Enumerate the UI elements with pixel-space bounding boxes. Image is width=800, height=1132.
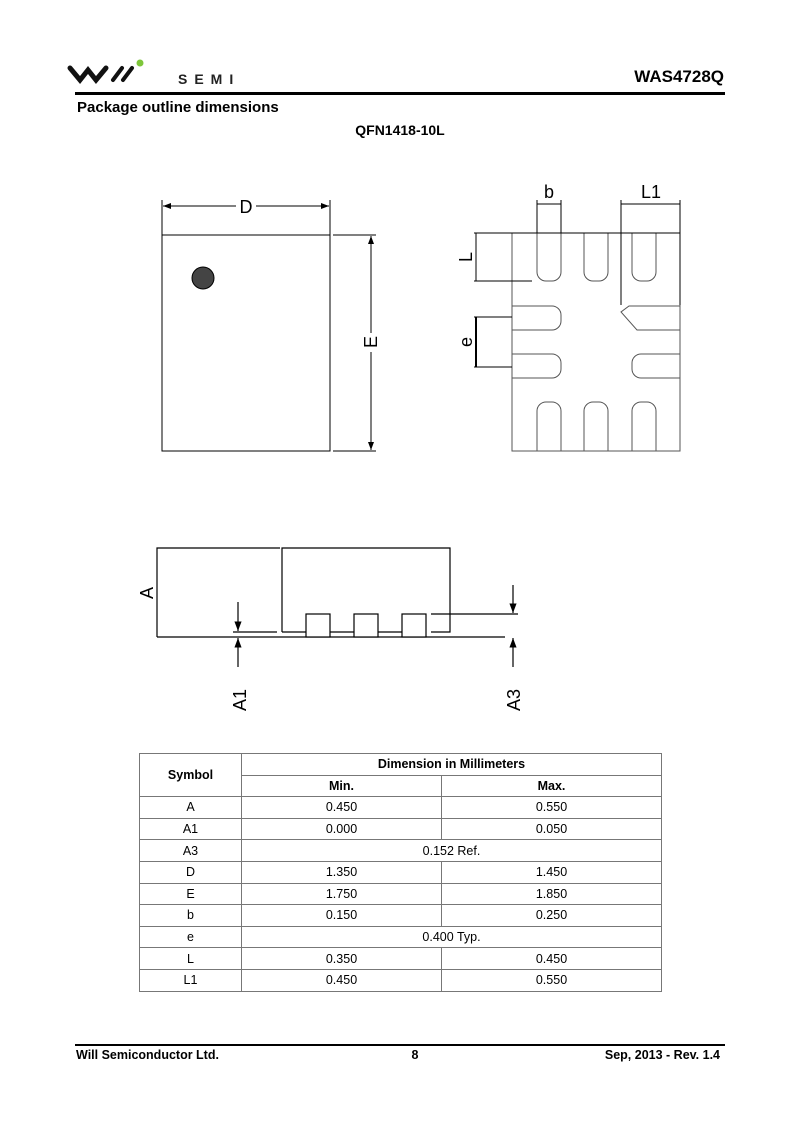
symbol-cell: E (139, 882, 242, 906)
symbol-cell: b (139, 904, 242, 927)
min-cell: 0.000 (241, 817, 442, 841)
label-e: e (456, 337, 476, 347)
max-cell: 0.250 (441, 904, 662, 927)
part-number: WAS4728Q (634, 67, 724, 86)
symbol-cell: A3 (139, 839, 242, 862)
bottom-view (511, 232, 681, 452)
label-L1: L1 (641, 182, 661, 202)
max-cell: 1.450 (441, 860, 662, 884)
symbol-cell: L1 (139, 968, 242, 992)
min-cell: 0.450 (241, 968, 442, 992)
min-cell: 1.350 (241, 860, 442, 884)
label-L: L (456, 252, 476, 262)
max-cell: 1.850 (441, 882, 662, 906)
symbol-cell: A (139, 796, 242, 819)
section-title: Package outline dimensions (77, 99, 279, 116)
symbol-cell: A1 (139, 817, 242, 841)
side-view (156, 547, 518, 667)
bottom-view-dimensions (474, 200, 681, 368)
label-b: b (544, 182, 554, 202)
min-cell: 0.150 (241, 904, 442, 927)
footer-date-rev: Sep, 2013 - Rev. 1.4 (604, 1048, 720, 1062)
max-cell: 0.050 (441, 817, 662, 841)
max-cell: 0.550 (441, 968, 662, 992)
label-E: E (361, 336, 381, 348)
svg-text:SEMI: SEMI (178, 71, 240, 87)
value-cell: 0.400 Typ. (241, 925, 662, 949)
dimension-header: Dimension in Millimeters (241, 753, 662, 776)
top-view (161, 200, 376, 452)
max-header: Max. (441, 774, 662, 798)
package-name: QFN1418-10L (355, 122, 445, 138)
footer-divider (75, 1044, 725, 1046)
symbol-header: Symbol (139, 752, 242, 798)
min-cell: 0.350 (241, 947, 442, 970)
label-A: A (137, 587, 157, 599)
value-cell: 0.152 Ref. (241, 839, 662, 862)
symbol-cell: L (139, 947, 242, 970)
label-A3: A3 (504, 689, 524, 711)
label-A1: A1 (230, 689, 250, 711)
label-D: D (240, 197, 253, 217)
header-divider (75, 92, 725, 95)
min-cell: 1.750 (241, 882, 442, 906)
will-semi-logo: SEMI (67, 59, 240, 87)
min-cell: 0.450 (241, 796, 442, 819)
max-cell: 0.450 (441, 947, 662, 970)
footer-company: Will Semiconductor Ltd. (76, 1048, 219, 1062)
symbol-cell: e (139, 925, 242, 949)
footer-page: 8 (411, 1048, 419, 1062)
symbol-cell: D (139, 860, 242, 884)
max-cell: 0.550 (441, 796, 662, 819)
min-header: Min. (241, 774, 442, 798)
